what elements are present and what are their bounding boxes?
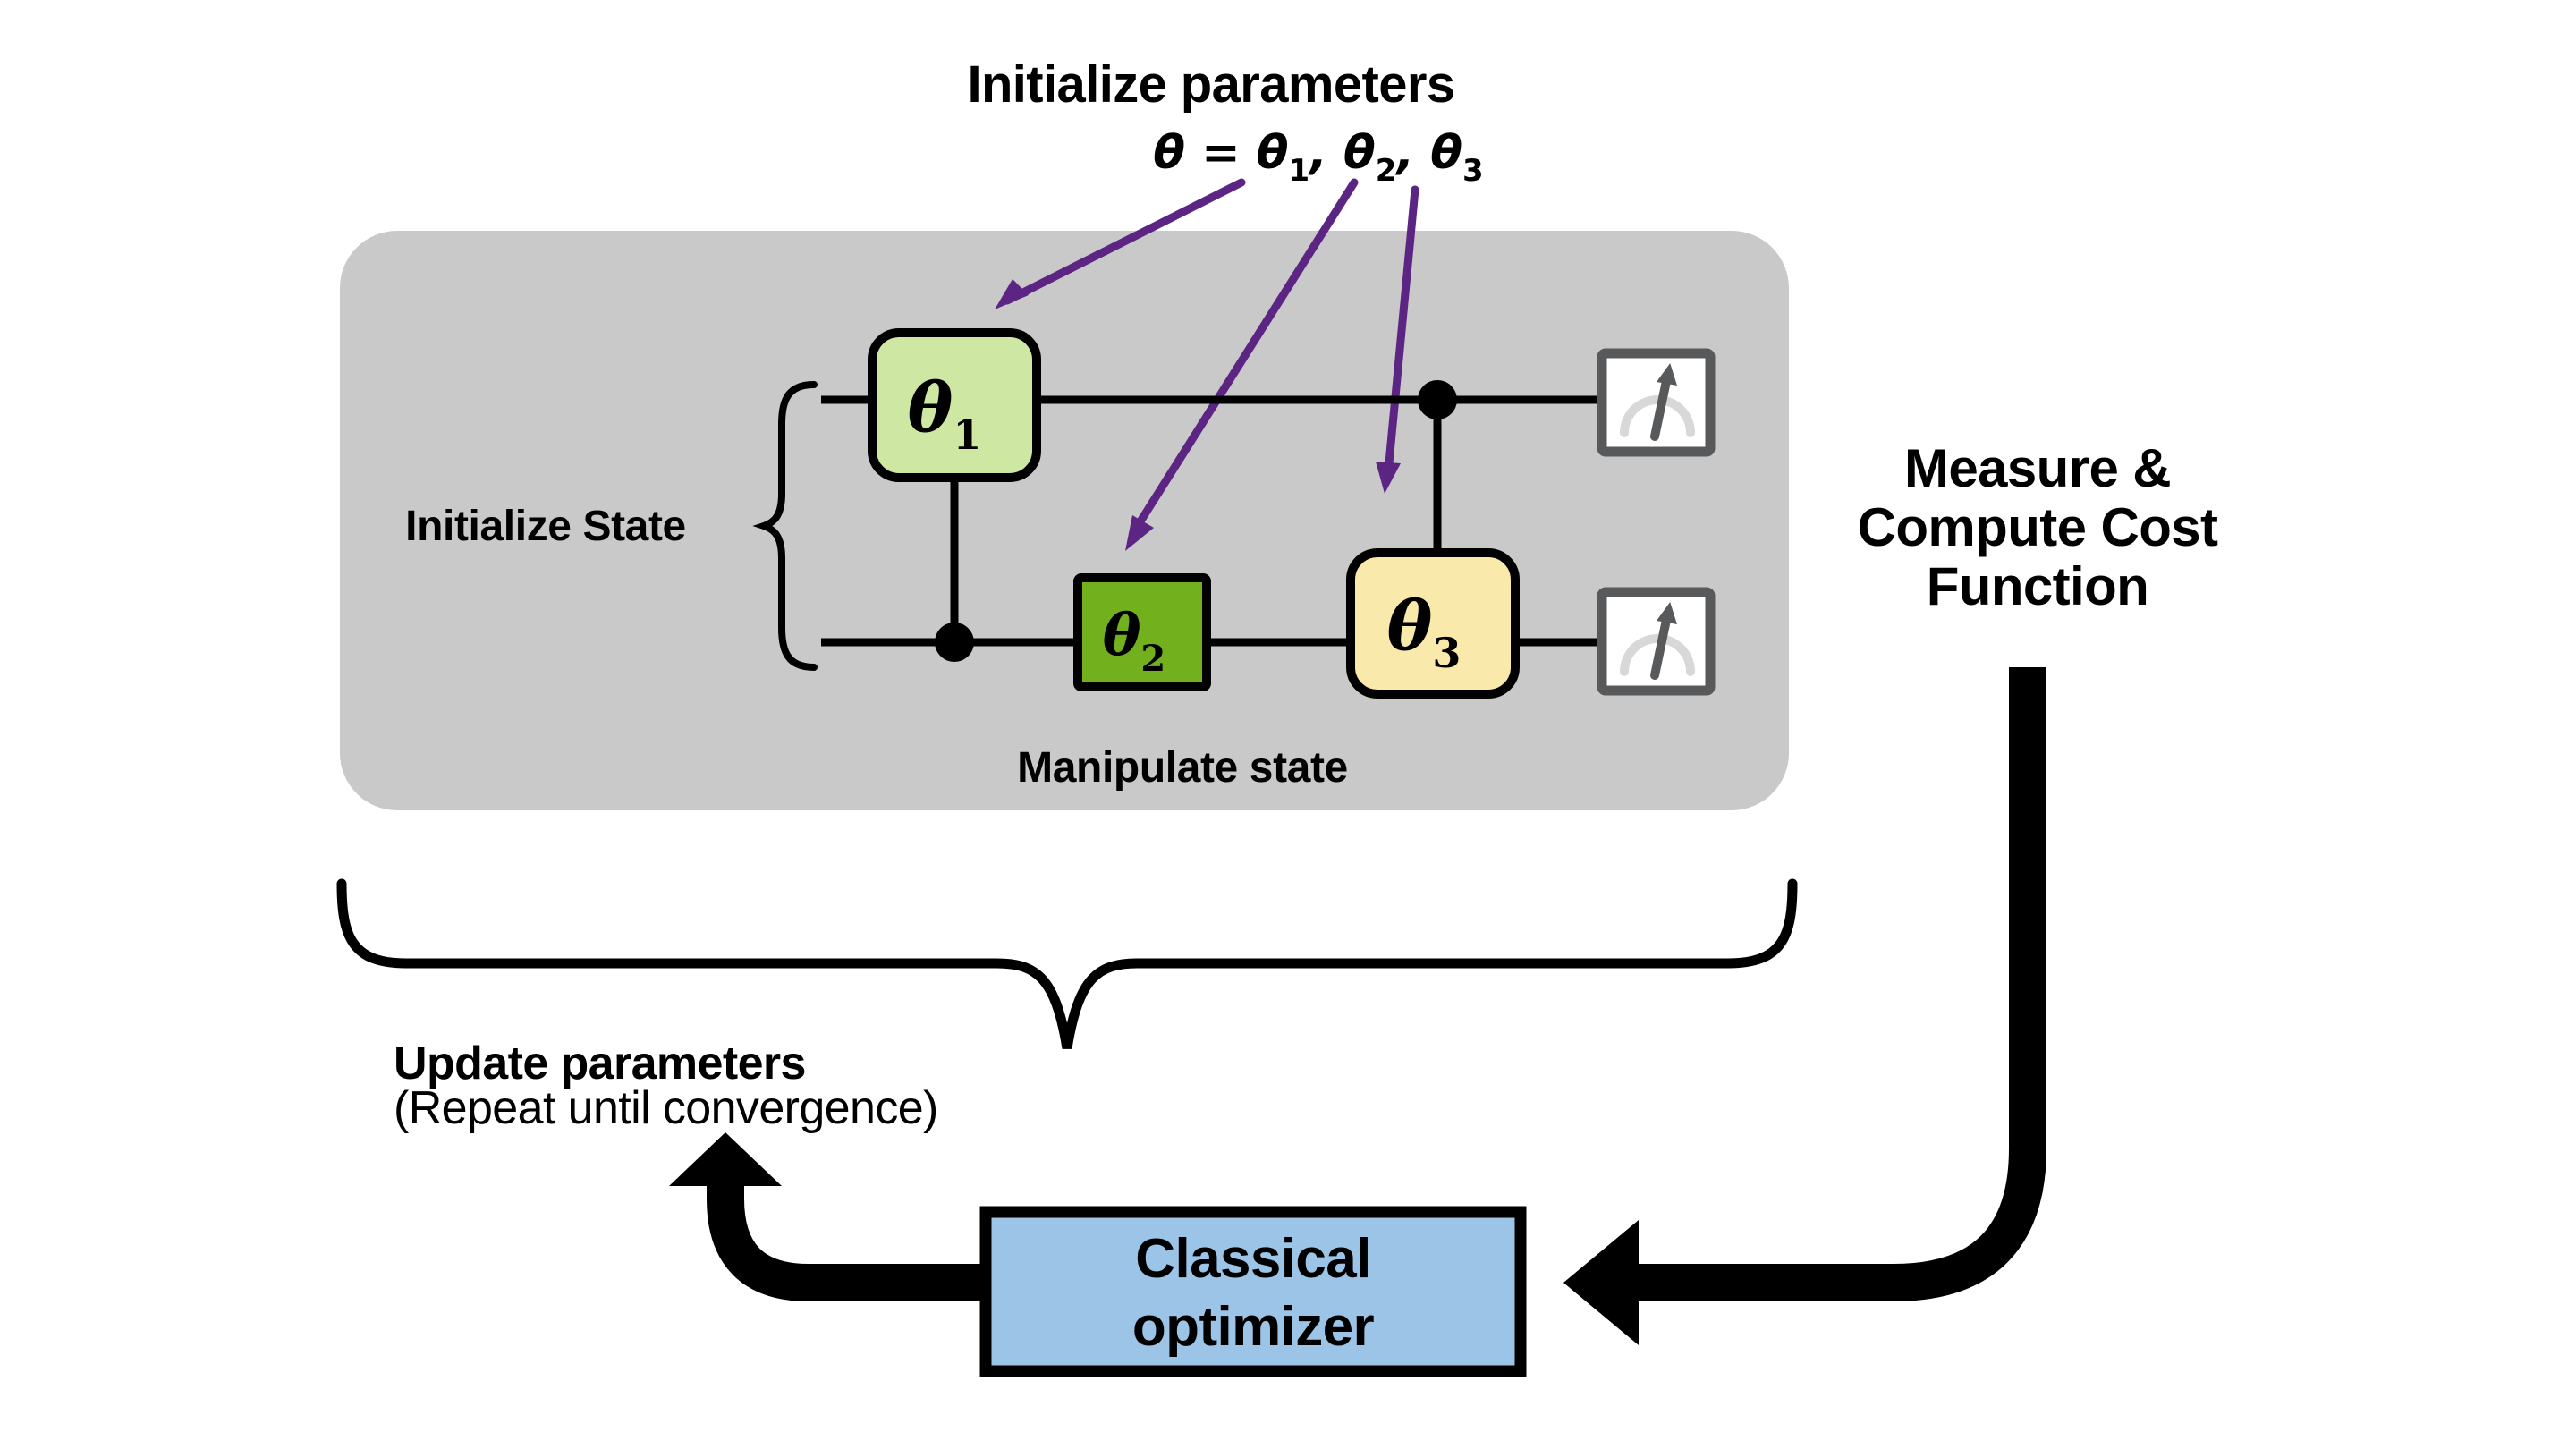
theta-equation: θ = θ1, θ2, θ3 bbox=[1153, 126, 1483, 189]
measurement-meter-bottom bbox=[1602, 592, 1710, 691]
gate-theta1-label: θ1 bbox=[908, 368, 982, 459]
measure-cost-label-line1: Measure & bbox=[1904, 438, 2171, 498]
arrow-to-theta3-head bbox=[1376, 462, 1401, 494]
control-dot-bottom-wire bbox=[935, 623, 974, 662]
arrow-to-theta1-head bbox=[995, 279, 1029, 309]
gate-theta2: θ2 bbox=[1073, 573, 1211, 691]
gate-theta3-box bbox=[1346, 548, 1520, 699]
initialize-parameters-title: Initialize parameters bbox=[967, 55, 1454, 114]
gate-theta1-box bbox=[868, 328, 1041, 482]
update-parameters-label: Update parameters bbox=[394, 1038, 806, 1089]
measurement-meter-top bbox=[1597, 348, 1716, 457]
initialize-state-label: Initialize State bbox=[405, 503, 686, 550]
update-arrow-shaft bbox=[707, 1181, 989, 1301]
initialize-state-brace bbox=[752, 381, 818, 671]
classical-optimizer-label-line1: Classical bbox=[1135, 1228, 1370, 1290]
gate-theta1: θ1 bbox=[868, 328, 1041, 482]
classical-optimizer-box bbox=[979, 1206, 1527, 1377]
measure-cost-label-line2: Compute Cost bbox=[1858, 497, 2218, 557]
control-dot-top-wire bbox=[1418, 380, 1457, 419]
gate-theta2-label: θ2 bbox=[1103, 602, 1166, 680]
update-arrow-head bbox=[669, 1132, 782, 1186]
circuit-underbrace bbox=[336, 878, 1798, 1049]
manipulate-state-label: Manipulate state bbox=[1017, 744, 1348, 792]
arrow-to-theta1 bbox=[1003, 178, 1246, 305]
parameter-annotation-arrows bbox=[995, 178, 1419, 551]
gate-theta3: θ3 bbox=[1346, 548, 1520, 699]
measure-cost-label-line3: Function bbox=[1927, 556, 2148, 616]
meter-dial-arc bbox=[1620, 395, 1695, 437]
optimizer-to-update-arrow bbox=[669, 1132, 989, 1301]
repeat-until-convergence-label: (Repeat until convergence) bbox=[394, 1082, 938, 1134]
meter-needle bbox=[1650, 377, 1671, 441]
arrow-to-theta2 bbox=[1130, 178, 1359, 536]
arrow-to-theta3 bbox=[1384, 185, 1419, 477]
gate-theta2-box bbox=[1073, 573, 1211, 691]
gate-theta3-label: θ3 bbox=[1387, 586, 1462, 677]
measure-to-optimizer-arrow bbox=[1563, 667, 2046, 1345]
classical-optimizer-node: Classical optimizer bbox=[979, 1206, 1527, 1377]
meter-needle-tip bbox=[1657, 363, 1677, 386]
measure-arrow-shaft bbox=[1631, 667, 2046, 1301]
classical-optimizer-label-line2: optimizer bbox=[1132, 1296, 1375, 1358]
arrow-to-theta2-head bbox=[1125, 515, 1154, 551]
measure-arrow-head bbox=[1563, 1220, 1639, 1345]
